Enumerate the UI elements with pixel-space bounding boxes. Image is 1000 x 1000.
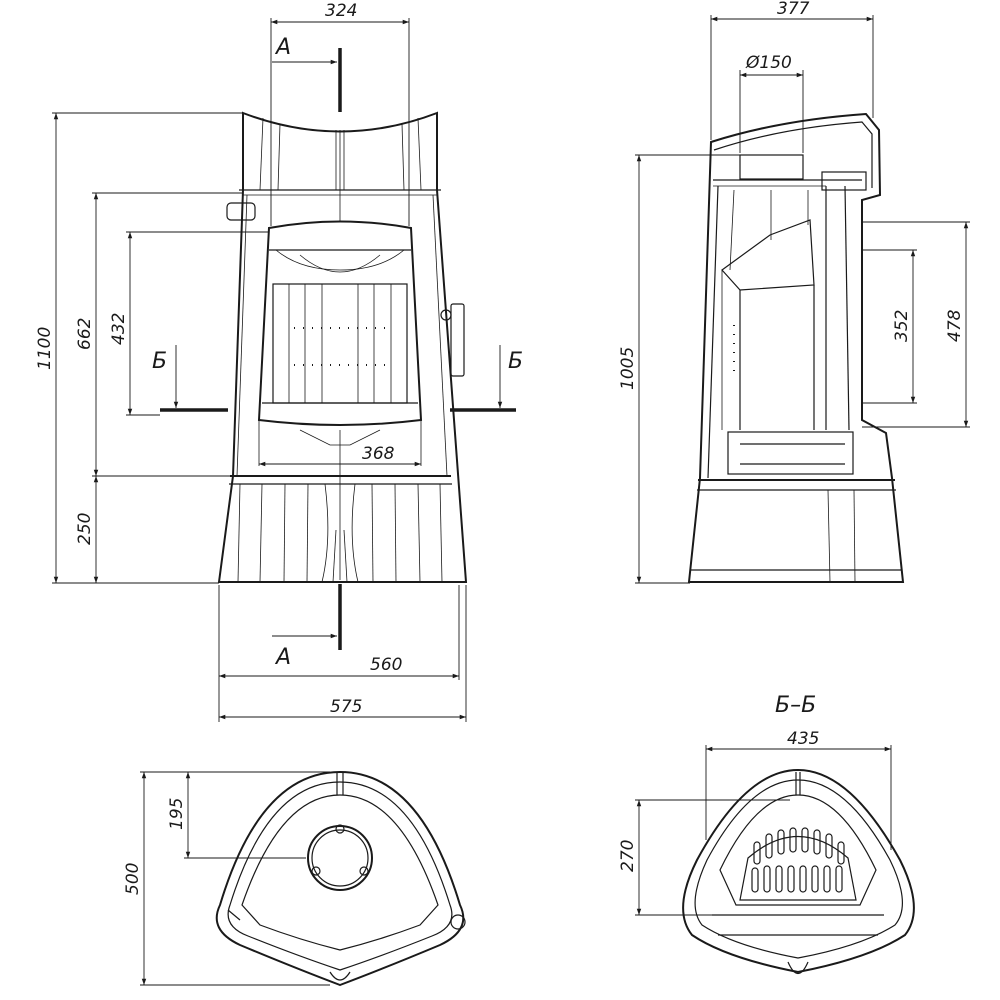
grate-slots (751, 827, 845, 893)
section-a-bottom-label: А (274, 645, 291, 670)
front-window (272, 283, 408, 404)
section-a-top-label: А (274, 35, 291, 60)
dim-377-label: 377 (777, 0, 810, 19)
dim-250-label: 250 (75, 513, 95, 545)
dim-324-label: 324 (325, 1, 357, 21)
dim-352-label: 352 (892, 310, 912, 342)
section-b-left-label: Б (152, 349, 167, 374)
flue-collar (739, 154, 804, 180)
front-door (257, 220, 423, 426)
section-b-right-label: Б (508, 349, 523, 374)
section-view: Б–Б (618, 693, 915, 975)
front-top-rim (242, 112, 438, 133)
dim-478-label: 478 (945, 309, 965, 342)
dim-662-label: 662 (75, 318, 95, 350)
door-latch-icon (226, 202, 256, 221)
dim-500-label: 500 (123, 863, 143, 895)
side-body-outline (687, 112, 905, 583)
dim-195-label: 195 (167, 798, 187, 830)
dim-560-label: 560 (370, 655, 402, 675)
dim-435-label: 435 (787, 729, 819, 749)
dim-368-label: 368 (362, 444, 395, 464)
top-view: 500 195 (123, 770, 466, 987)
door-handle-icon (450, 303, 465, 377)
section-outline (682, 768, 915, 974)
dim-1005-label: 1005 (618, 347, 638, 390)
front-view: 324 1100 662 432 250 368 560 575 А А Б Б (35, 1, 523, 722)
flue-outlet (307, 825, 373, 891)
dim-575-label: 575 (330, 697, 362, 717)
dim-1100-label: 1100 (35, 327, 55, 370)
front-body-outline (217, 111, 468, 583)
section-view-title: Б–Б (775, 693, 816, 718)
top-outline (215, 770, 465, 987)
dim-432-label: 432 (109, 313, 129, 345)
dim-flue-diameter-label: Ø150 (745, 53, 792, 73)
side-view: 377 Ø150 1005 352 478 (618, 0, 970, 584)
ash-drawer (727, 431, 854, 475)
dim-270-label: 270 (618, 840, 638, 872)
